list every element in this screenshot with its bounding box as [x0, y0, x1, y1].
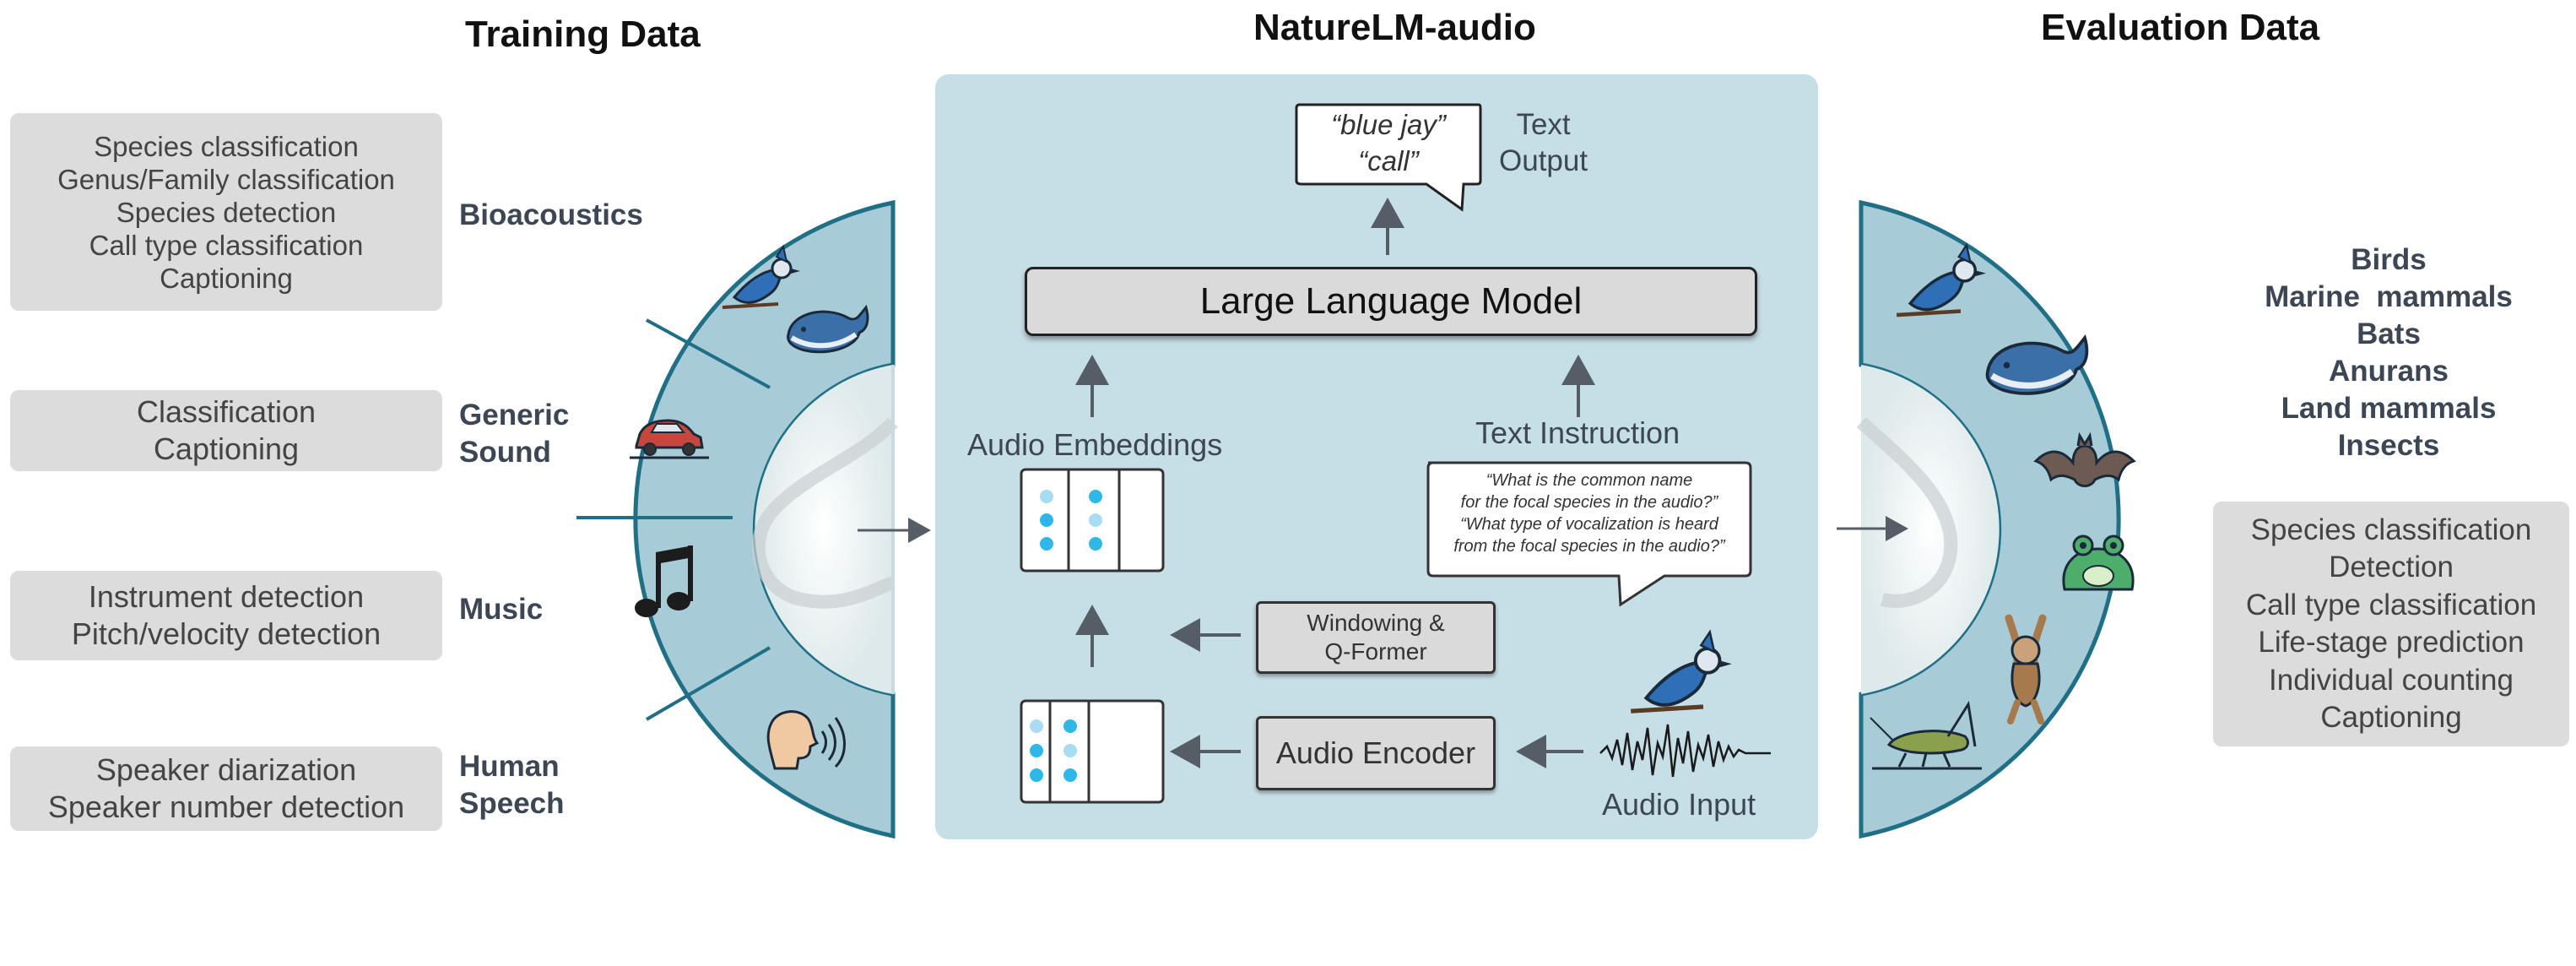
blue-jay-icon: [722, 244, 800, 309]
category-generic-sound: Generic Sound: [459, 397, 569, 471]
text-output-label: Text Output: [1499, 106, 1588, 179]
task-text: Instrument detection: [88, 579, 365, 614]
human-speech-tasks-box: Speaker diarization Speaker number detec…: [10, 746, 442, 831]
eval-task: Detection: [2329, 551, 2454, 583]
task-text: Captioning: [153, 431, 300, 466]
music-tasks-box: Instrument detection Pitch/velocity dete…: [10, 571, 442, 660]
eval-task: Individual counting: [2269, 663, 2514, 697]
text-output-bubble: [1295, 103, 1482, 212]
audio-embeddings-block: [1020, 468, 1165, 573]
task-text: Species detection: [116, 196, 337, 228]
instruction-text: “What is the common name for the focal s…: [1430, 469, 1749, 557]
blue-jay-icon: [1631, 629, 1732, 714]
instruction-line: for the focal species in the audio?”: [1460, 493, 1718, 512]
evaluation-tasks-box: Species classification Detection Call ty…: [2213, 502, 2569, 746]
category-line: Bioacoustics: [459, 198, 643, 231]
taxon-item: Insects: [2337, 429, 2440, 462]
frog-icon: [2062, 535, 2135, 591]
category-line: Sound: [459, 436, 551, 469]
audio-waveform-icon: [1599, 724, 1771, 778]
model-arrows: [1075, 198, 1595, 768]
task-text: Call type classification: [89, 229, 364, 261]
text-instruction-label: Text Instruction: [1475, 415, 1680, 450]
instruction-bubble: [1426, 461, 1752, 607]
training-data-title: Training Data: [465, 14, 701, 55]
task-text: Species classification: [94, 130, 359, 162]
speaking-head-icon: [766, 710, 846, 770]
whale-icon: [1985, 334, 2089, 395]
box-line: Q-Former: [1324, 638, 1427, 665]
task-text: Genus/Family classification: [57, 163, 395, 195]
category-line: Human: [459, 750, 560, 783]
blue-jay-icon: [1896, 242, 1986, 317]
bioacoustics-tasks-box: Species classification Genus/Family clas…: [10, 113, 442, 311]
car-icon: [630, 419, 709, 459]
category-line: Speech: [459, 787, 565, 820]
box-line: Windowing &: [1307, 610, 1445, 636]
cricket-icon: [1870, 700, 1982, 770]
instruction-line: from the focal species in the audio?”: [1453, 537, 1725, 556]
task-text: Speaker number detection: [47, 790, 405, 824]
generic-sound-tasks-box: Classification Captioning: [10, 390, 442, 471]
instruction-line: “What type of vocalization is heard: [1460, 515, 1718, 534]
eval-task: Life-stage prediction: [2258, 626, 2525, 659]
audio-input-label: Audio Input: [1602, 787, 1756, 822]
category-music: Music: [459, 591, 543, 628]
category-human-speech: Human Speech: [459, 748, 565, 822]
instruction-line: “What is the common name: [1486, 471, 1693, 490]
encoder-output-block: [1020, 699, 1165, 804]
whale-icon: [787, 304, 869, 354]
eval-task: Captioning: [2320, 701, 2462, 734]
audio-encoder-box: Audio Encoder: [1256, 716, 1496, 790]
music-note-icon: [635, 545, 693, 617]
label-line: Output: [1499, 144, 1588, 177]
audio-embeddings-label: Audio Embeddings: [967, 427, 1223, 462]
category-line: Music: [459, 593, 544, 626]
taxon-item: Bats: [2357, 317, 2421, 350]
taxon-item: Land mammals: [2281, 392, 2497, 425]
task-text: Pitch/velocity detection: [71, 616, 382, 651]
taxon-item: Birds: [2351, 243, 2427, 276]
eval-task: Species classification: [2250, 513, 2532, 546]
task-text: Classification: [136, 394, 317, 429]
naturelm-audio-title: NatureLM-audio: [1253, 7, 1536, 48]
eval-task: Call type classification: [2245, 588, 2537, 621]
task-text: Speaker diarization: [95, 752, 357, 787]
monkey-icon: [2005, 614, 2047, 724]
output-line: “blue jay”: [1331, 109, 1446, 140]
evaluation-data-title: Evaluation Data: [2041, 7, 2320, 48]
windowing-qformer-box: Windowing & Q-Former: [1256, 601, 1496, 674]
category-bioacoustics: Bioacoustics: [459, 197, 643, 234]
evaluation-taxa-list: Birds Marine mammals Bats Anurans Land m…: [2220, 242, 2557, 464]
large-language-model-box: Large Language Model: [1025, 267, 1757, 336]
taxon-item: Anurans: [2329, 355, 2449, 388]
taxon-item: Marine mammals: [2265, 280, 2513, 313]
bat-icon: [2033, 431, 2136, 487]
output-line: “call”: [1358, 145, 1419, 176]
task-text: Captioning: [160, 262, 293, 294]
label-line: Text: [1516, 108, 1571, 141]
category-line: Generic: [459, 399, 570, 431]
text-output-value: “blue jay” “call”: [1296, 106, 1480, 179]
